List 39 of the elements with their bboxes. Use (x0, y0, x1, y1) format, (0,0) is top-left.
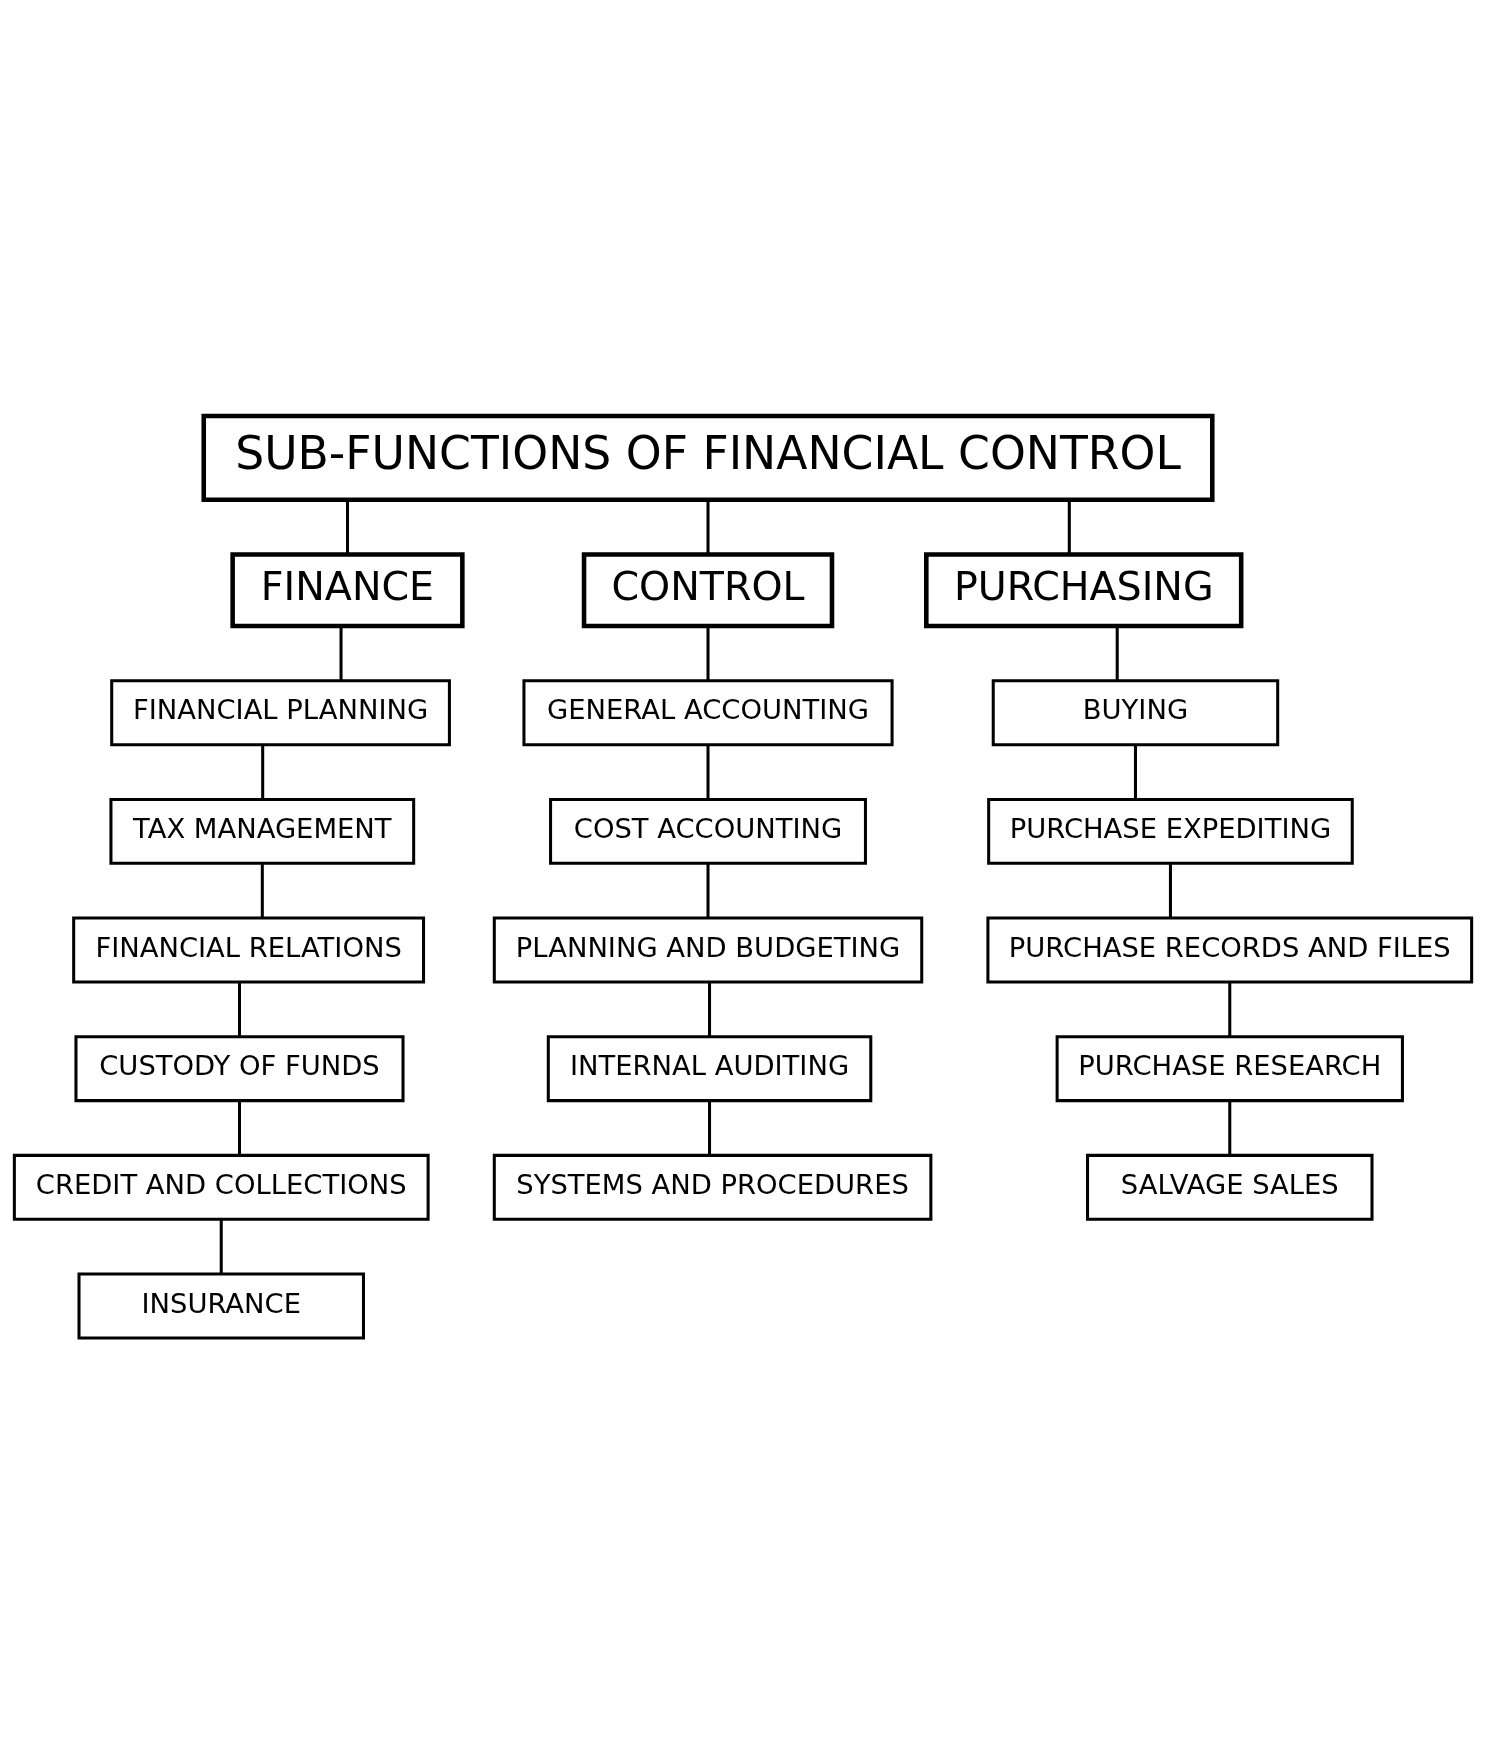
node-box: PURCHASE RECORDS AND FILES (986, 916, 1474, 984)
connector (1067, 499, 1071, 555)
connector (708, 1101, 712, 1156)
node-box: FINANCIAL RELATIONS (72, 916, 426, 984)
connector (706, 863, 710, 919)
node-box: COST ACCOUNTING (549, 797, 867, 865)
node-box: SALVAGE SALES (1086, 1153, 1374, 1221)
node-box: TAX MANAGEMENT (109, 797, 416, 865)
connector (219, 1219, 223, 1274)
connector (237, 982, 241, 1037)
node-box: PURCHASE RESEARCH (1055, 1035, 1404, 1103)
node-box: CONTROL (581, 552, 835, 629)
node-box: FINANCE (230, 552, 465, 629)
connector (708, 982, 712, 1037)
connector (706, 499, 710, 555)
connector (1168, 863, 1172, 919)
connector (706, 745, 710, 800)
node-box: SYSTEMS AND PROCEDURES (492, 1153, 933, 1221)
node-box: PURCHASE EXPEDITING (987, 797, 1354, 865)
connector (1228, 1101, 1232, 1156)
connector (237, 1101, 241, 1156)
node-box: CREDIT AND COLLECTIONS (12, 1153, 430, 1221)
node-box: BUYING (991, 679, 1280, 747)
node-box: FINANCIAL PLANNING (110, 679, 451, 747)
node-box: PLANNING AND BUDGETING (492, 916, 924, 984)
connector (706, 626, 710, 681)
connector (261, 745, 265, 800)
connector (1228, 982, 1232, 1037)
node-box: CUSTODY OF FUNDS (74, 1035, 405, 1103)
connector (1133, 745, 1137, 800)
connector (1115, 626, 1119, 681)
connector (339, 626, 343, 681)
node-box: INSURANCE (77, 1272, 365, 1340)
connector (260, 863, 264, 919)
node-box: SUB-FUNCTIONS OF FINANCIAL CONTROL (201, 413, 1215, 503)
node-box: INTERNAL AUDITING (546, 1035, 873, 1103)
node-box: PURCHASING (924, 552, 1244, 629)
node-box: GENERAL ACCOUNTING (522, 679, 894, 747)
connector (346, 499, 349, 555)
